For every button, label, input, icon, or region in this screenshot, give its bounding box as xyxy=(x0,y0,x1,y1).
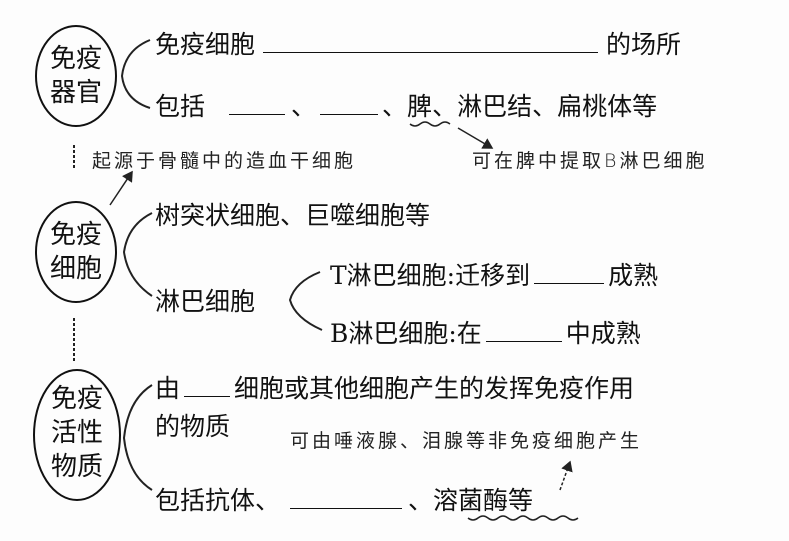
wavy-spleen xyxy=(409,121,451,127)
text: T淋巴细胞:迁移到 xyxy=(330,261,531,290)
text: 由 xyxy=(155,374,181,403)
text: 中成熟 xyxy=(565,319,641,348)
node-label: 物质 xyxy=(50,452,103,482)
text: 免疫细胞 xyxy=(155,30,256,59)
b-cell-line: B淋巴细胞:在 中成熟 xyxy=(330,319,641,346)
text: 包括 xyxy=(155,92,206,121)
text: 的场所 xyxy=(606,30,682,59)
text: 、 xyxy=(382,92,408,121)
node-ellipse-cell xyxy=(35,201,117,303)
node-label: 免疫 xyxy=(49,44,102,74)
arrow-spleen xyxy=(457,127,494,149)
text: 、 xyxy=(291,92,317,121)
handwritten-note-origin: 起源于骨髓中的造血干细胞 xyxy=(92,150,357,172)
blank xyxy=(184,374,231,397)
wavy-lysozyme xyxy=(467,515,579,521)
blank xyxy=(485,319,562,342)
node-immune-cell: 免疫 细胞 xyxy=(36,218,116,286)
spleen-text: 脾 xyxy=(407,92,433,121)
text: 成熟 xyxy=(608,261,659,290)
blank xyxy=(534,261,605,284)
lymphocyte-label: 淋巴细胞 xyxy=(155,287,256,316)
active-line-1: 由 细胞或其他细胞产生的发挥免疫作用 xyxy=(155,374,634,401)
handwritten-note-spleen: 可在脾中提取B淋巴细胞 xyxy=(472,150,708,172)
text: 等 xyxy=(508,486,534,515)
organ-line-1: 免疫细胞 的场所 xyxy=(155,30,681,57)
node-label: 活性 xyxy=(50,418,103,448)
node-immune-active-substance: 免疫 活性 物质 xyxy=(34,382,120,484)
node-label: 免疫 xyxy=(49,220,102,250)
node-label: 细胞 xyxy=(49,254,102,284)
node-ellipse-organ xyxy=(35,25,117,127)
blank xyxy=(229,92,286,115)
brace-lymph xyxy=(288,271,323,331)
node-ellipse-active xyxy=(33,369,121,501)
node-label: 器官 xyxy=(49,78,102,108)
text: 、 xyxy=(408,486,434,515)
text: 包括抗体、 xyxy=(155,486,281,515)
blank xyxy=(263,30,599,53)
node-immune-organ: 免疫 器官 xyxy=(36,42,116,110)
cell-line-1: 树突状细胞、巨噬细胞等 xyxy=(155,201,431,230)
active-line-2: 的物质 xyxy=(155,412,231,441)
handwritten-note-saliva: 可由唾液腺、泪腺等非免疫细胞产生 xyxy=(290,430,643,452)
blank xyxy=(290,486,403,509)
blank xyxy=(320,92,379,115)
arrow-origin xyxy=(109,170,133,206)
text: 细胞或其他细胞产生的发挥免疫作用 xyxy=(234,374,635,403)
arrow-saliva xyxy=(559,460,573,491)
text: B淋巴细胞:在 xyxy=(330,319,482,348)
lysozyme-text: 溶菌酶 xyxy=(433,486,509,515)
text: 、淋巴结、扁桃体等 xyxy=(432,92,658,121)
brace-active xyxy=(122,384,153,491)
organ-line-2: 包括、、脾、淋巴结、扁桃体等 xyxy=(155,92,657,119)
node-label: 免疫 xyxy=(50,384,103,414)
t-cell-line: T淋巴细胞:迁移到 成熟 xyxy=(330,261,658,288)
active-line-3: 包括抗体、 、溶菌酶等 xyxy=(155,486,533,513)
brace-organ xyxy=(120,39,151,109)
brace-cell xyxy=(122,212,153,297)
